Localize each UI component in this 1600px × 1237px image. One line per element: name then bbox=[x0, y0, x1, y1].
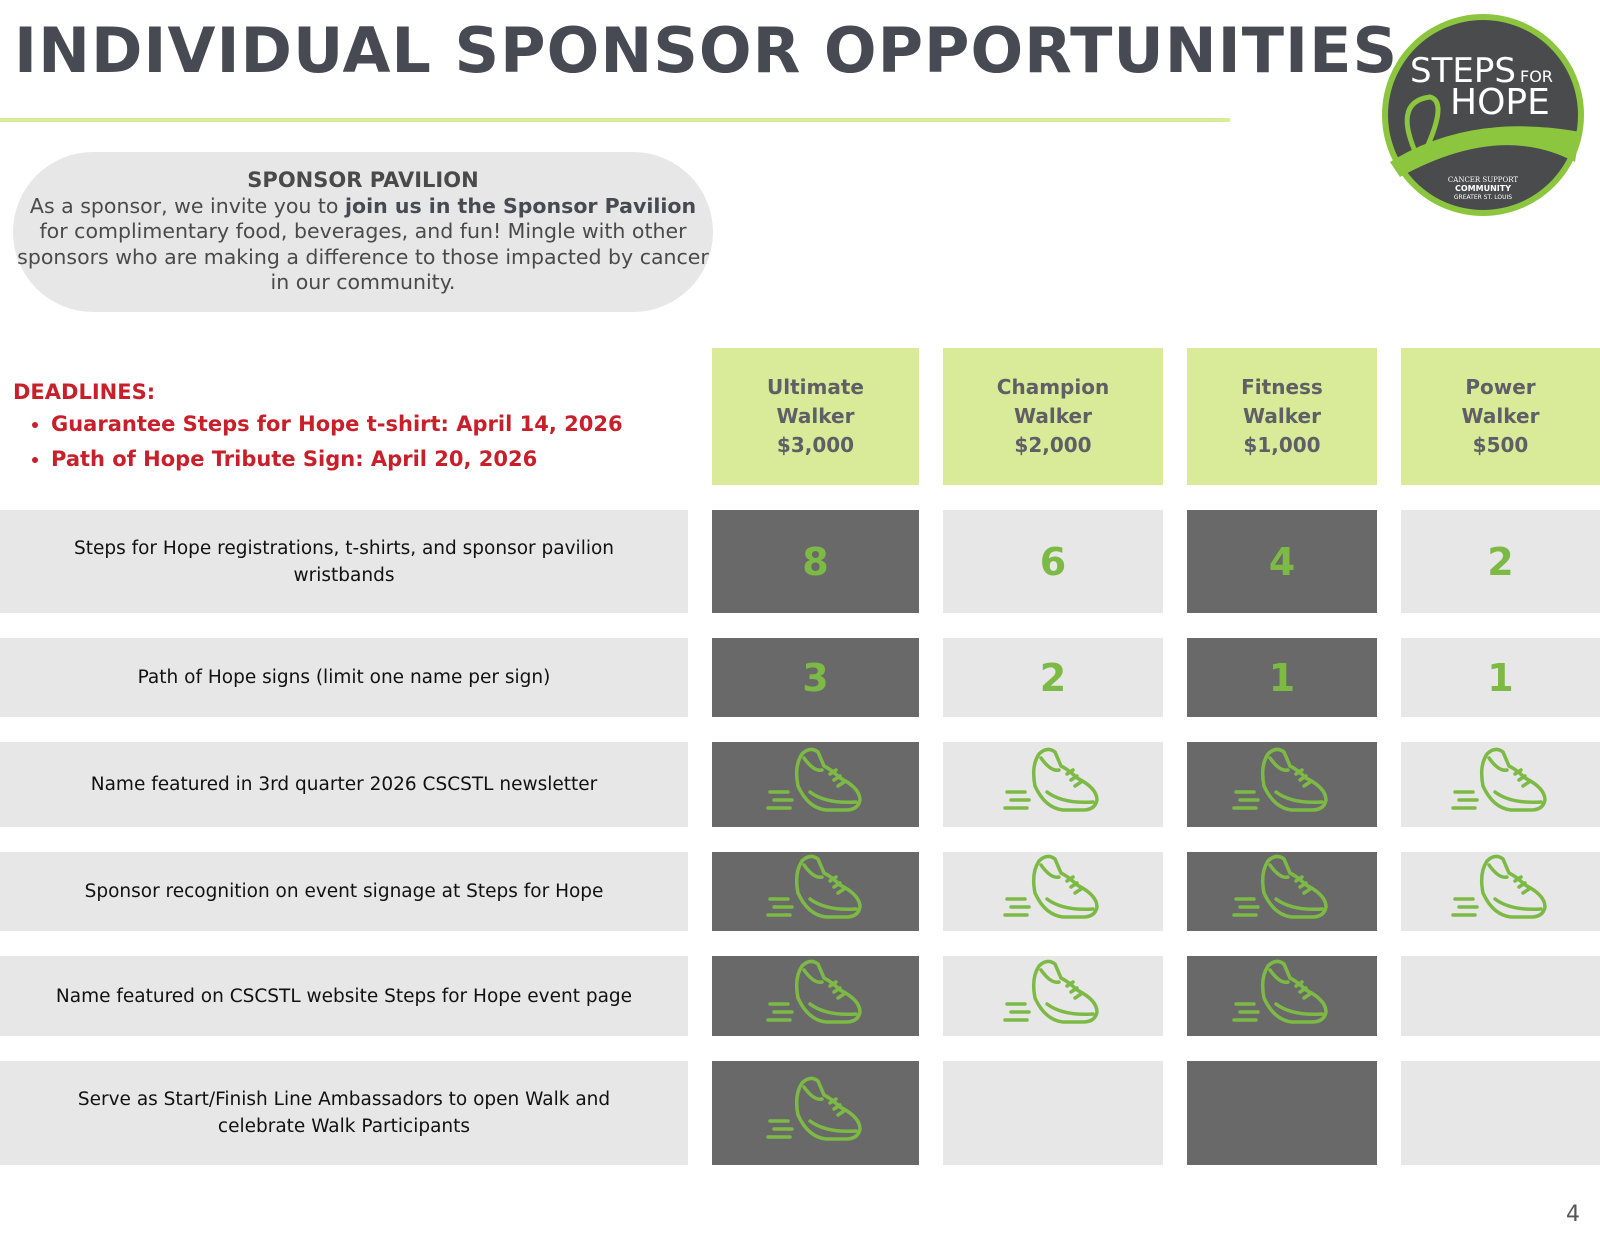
benefit-cell bbox=[943, 852, 1163, 931]
deadlines-heading: DEADLINES: bbox=[13, 380, 156, 404]
tier-name2: Walker bbox=[1014, 404, 1092, 428]
benefit-cell bbox=[712, 852, 919, 931]
running-shoe-icon bbox=[765, 956, 866, 1037]
running-shoe-icon bbox=[1003, 744, 1103, 825]
running-shoe-icon bbox=[765, 851, 866, 932]
benefit-cell bbox=[712, 742, 919, 827]
benefit-label: Serve as Start/Finish Line Ambassadors t… bbox=[0, 1061, 688, 1165]
deadline-item: Guarantee Steps for Hope t-shirt: April … bbox=[51, 412, 623, 436]
page-number: 4 bbox=[1566, 1202, 1580, 1227]
benefit-cell-empty bbox=[943, 1061, 1163, 1165]
benefit-label: Steps for Hope registrations, t-shirts, … bbox=[0, 510, 688, 613]
benefit-cell-empty bbox=[1401, 1061, 1600, 1165]
running-shoe-icon bbox=[1232, 851, 1332, 932]
title-underline bbox=[0, 118, 1230, 122]
svg-text:STEPS: STEPS bbox=[1410, 51, 1516, 91]
tier-name1: Ultimate bbox=[767, 375, 864, 399]
benefit-label: Name featured on CSCSTL website Steps fo… bbox=[0, 956, 688, 1036]
svg-text:CANCER SUPPORT: CANCER SUPPORT bbox=[1448, 176, 1518, 184]
benefit-cell bbox=[1401, 852, 1600, 931]
tier-name1: Fitness bbox=[1241, 375, 1323, 399]
benefit-label: Name featured in 3rd quarter 2026 CSCSTL… bbox=[0, 742, 688, 827]
tier-price: $1,000 bbox=[1243, 433, 1321, 457]
benefit-count: 2 bbox=[943, 638, 1163, 717]
svg-text:GREATER ST. LOUIS: GREATER ST. LOUIS bbox=[1454, 194, 1512, 201]
benefit-cell bbox=[943, 956, 1163, 1036]
benefit-cell-empty bbox=[1401, 956, 1600, 1036]
running-shoe-icon bbox=[1003, 851, 1103, 932]
svg-text:FOR: FOR bbox=[1520, 67, 1553, 86]
tier-price: $3,000 bbox=[776, 433, 855, 457]
deadlines: DEADLINES: Guarantee Steps for Hope t-sh… bbox=[13, 380, 623, 482]
benefit-label: Path of Hope signs (limit one name per s… bbox=[0, 638, 688, 717]
benefit-cell bbox=[1187, 956, 1377, 1036]
running-shoe-icon bbox=[1450, 744, 1551, 825]
benefit-cell-empty bbox=[1187, 1061, 1377, 1165]
benefit-count: 1 bbox=[1401, 638, 1600, 717]
svg-text:HOPE: HOPE bbox=[1450, 82, 1550, 123]
tier-name1: Power bbox=[1465, 375, 1536, 399]
benefit-count: 3 bbox=[712, 638, 919, 717]
benefit-count: 4 bbox=[1187, 510, 1377, 613]
running-shoe-icon bbox=[1232, 956, 1332, 1037]
benefit-count: 8 bbox=[712, 510, 919, 613]
benefit-label: Sponsor recognition on event signage at … bbox=[0, 852, 688, 931]
benefit-cell bbox=[712, 956, 919, 1036]
running-shoe-icon bbox=[765, 744, 866, 825]
benefit-count: 2 bbox=[1401, 510, 1600, 613]
benefit-cell bbox=[1401, 742, 1600, 827]
tier-name2: Walker bbox=[1243, 404, 1321, 428]
running-shoe-icon bbox=[1450, 851, 1551, 932]
pavilion-heading: SPONSOR PAVILION bbox=[247, 168, 479, 192]
benefit-count: 6 bbox=[943, 510, 1163, 613]
pavilion-text-bold: join us in the Sponsor Pavilion bbox=[345, 193, 697, 218]
svg-text:COMMUNITY: COMMUNITY bbox=[1455, 184, 1511, 193]
running-shoe-icon bbox=[1232, 744, 1332, 825]
pavilion-text: As a sponsor, we invite you to bbox=[29, 193, 345, 218]
tier-price: $2,000 bbox=[1014, 433, 1092, 457]
steps-for-hope-logo: STEPS FOR HOPE CANCER SUPPORT COMMUNITY … bbox=[1382, 14, 1584, 216]
pavilion-text-rest: for complimentary food, beverages, and f… bbox=[17, 219, 709, 294]
benefit-cell bbox=[712, 1061, 919, 1165]
benefit-cell bbox=[1187, 742, 1377, 827]
benefit-cell bbox=[943, 742, 1163, 827]
running-shoe-icon bbox=[1003, 956, 1103, 1037]
deadline-item: Path of Hope Tribute Sign: April 20, 202… bbox=[51, 447, 623, 471]
tier-name2: Walker bbox=[1461, 404, 1540, 428]
sponsor-pavilion-callout: SPONSOR PAVILION As a sponsor, we invite… bbox=[13, 152, 713, 312]
tier-name1: Champion bbox=[996, 375, 1110, 399]
tier-price: $500 bbox=[1472, 433, 1529, 457]
running-shoe-icon bbox=[765, 1073, 866, 1154]
page-title: INDIVIDUAL SPONSOR OPPORTUNITIES bbox=[14, 14, 1399, 87]
benefit-cell bbox=[1187, 852, 1377, 931]
tier-name2: Walker bbox=[776, 404, 855, 428]
benefit-count: 1 bbox=[1187, 638, 1377, 717]
